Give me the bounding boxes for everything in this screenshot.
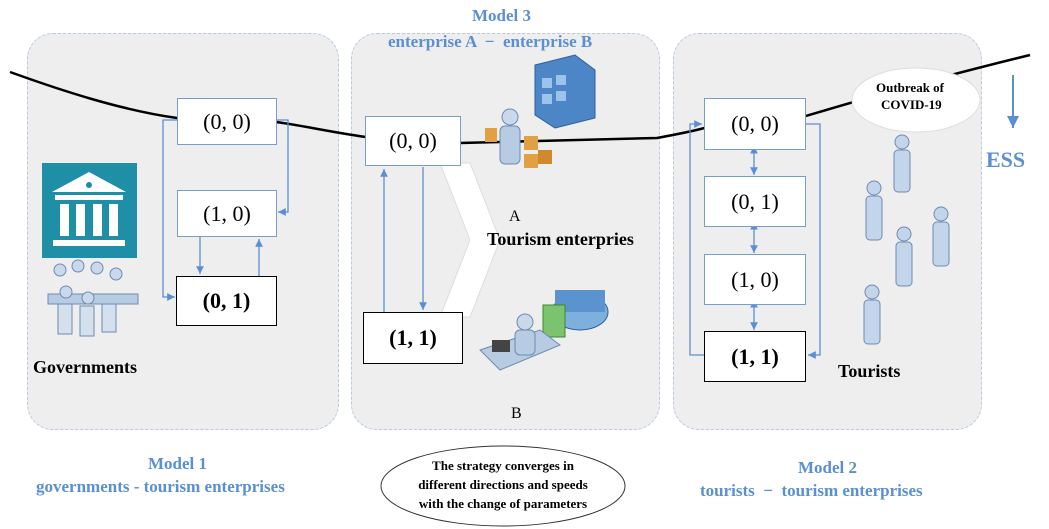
m2-state-10: (1, 0) bbox=[704, 254, 806, 305]
m2-state-01: (0, 1) bbox=[704, 176, 806, 227]
ess-label: ESS bbox=[986, 147, 1026, 172]
model1-subtitle: governments - tourism enterprises bbox=[36, 477, 285, 496]
enterprise-b-label: B bbox=[511, 405, 522, 422]
m1-state-01: (0, 1) bbox=[176, 276, 277, 326]
model3-title: Model 3 bbox=[472, 6, 532, 25]
m1-arrow-00-01 bbox=[162, 119, 177, 301]
model2-subtitle: tourists − tourism enterprises bbox=[700, 481, 923, 500]
enterprise-a-icon bbox=[485, 54, 596, 168]
outbreak-label-line1: Outbreak of bbox=[876, 80, 945, 95]
meeting-people-icon bbox=[47, 259, 139, 337]
m2-state-11: (1, 1) bbox=[704, 331, 806, 382]
note-line3: with the change of parameters bbox=[418, 496, 588, 511]
m2-arrow-11-00 bbox=[689, 120, 704, 356]
tourist-figures-icon bbox=[863, 134, 950, 345]
model1-title: Model 1 bbox=[148, 454, 208, 473]
m1-state-10: (1, 0) bbox=[177, 190, 277, 237]
governments-label: Governments bbox=[33, 357, 137, 377]
model3-subtitle: enterprise A − enterprise B bbox=[388, 32, 593, 51]
m2-arrow-00-11 bbox=[806, 123, 821, 359]
chevron-arrow-shape bbox=[439, 162, 501, 318]
model2-title: Model 2 bbox=[798, 458, 858, 477]
government-building-icon bbox=[42, 163, 137, 258]
note-line2: different directions and speeds bbox=[418, 477, 588, 492]
enterprise-a-label: A bbox=[509, 208, 521, 225]
outbreak-label-line2: COVID-19 bbox=[881, 97, 942, 112]
m3-state-11: (1, 1) bbox=[363, 312, 463, 364]
tourism-enterprises-label: Tourism enterpries bbox=[487, 229, 634, 249]
m1-state-00: (0, 0) bbox=[177, 98, 277, 145]
m2-state-00: (0, 0) bbox=[704, 98, 806, 150]
m3-state-00: (0, 0) bbox=[365, 116, 461, 166]
note-ellipse bbox=[380, 445, 626, 527]
tourists-label: Tourists bbox=[838, 361, 901, 381]
m1-arrow-00-10 bbox=[276, 119, 289, 216]
enterprise-b-icon bbox=[479, 290, 609, 371]
note-line1: The strategy converges in bbox=[432, 458, 574, 473]
outbreak-ellipse bbox=[851, 67, 981, 133]
